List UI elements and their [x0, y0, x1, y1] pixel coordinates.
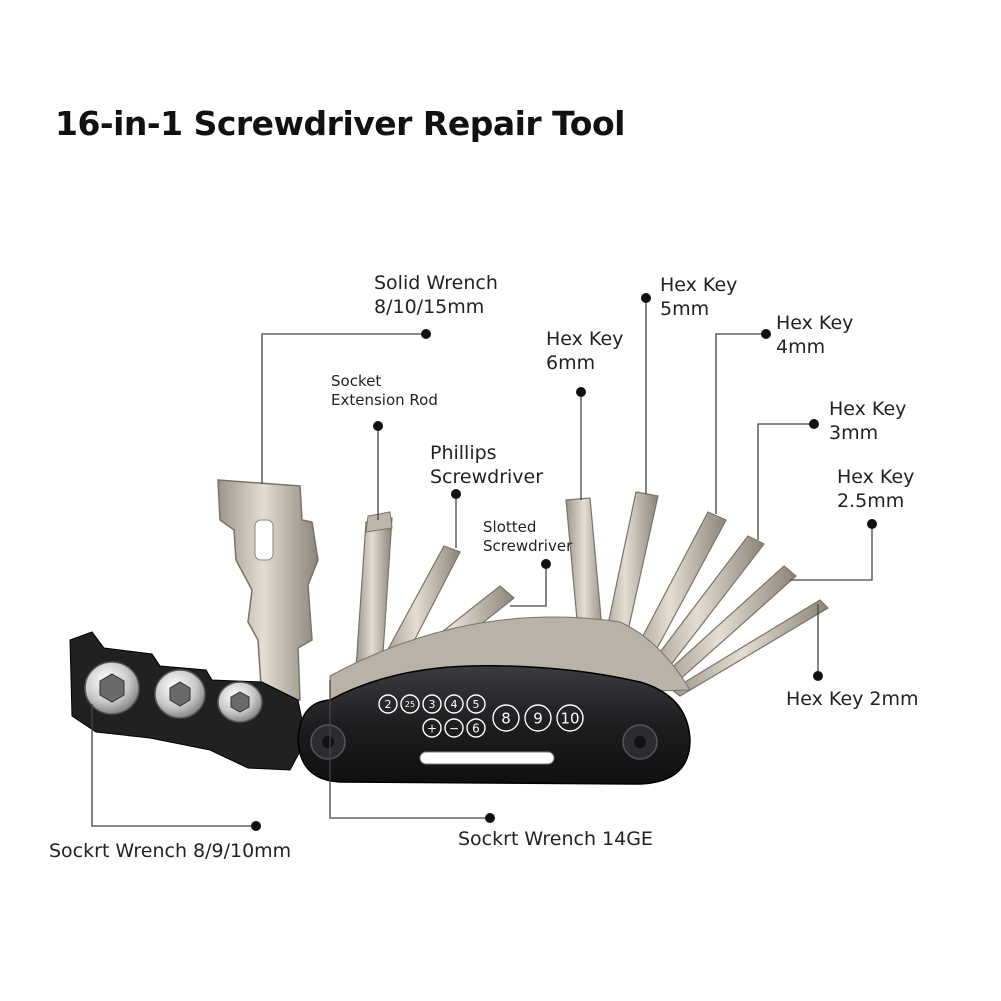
label-socket-extension-rod: Socket Extension Rod — [331, 372, 438, 410]
size-mark: + — [427, 721, 437, 735]
size-mark-ring — [422, 718, 442, 738]
size-mark-ring — [444, 718, 464, 738]
label-line: Extension Rod — [331, 390, 438, 409]
socket-8mm — [84, 661, 140, 715]
label-phillips-screwdriver: Phillips Screwdriver — [430, 442, 543, 490]
size-mark-large-ring — [524, 704, 552, 732]
socket-extension-rod — [355, 511, 393, 669]
label-hex-key-2-5mm: Hex Key 2.5mm — [837, 466, 914, 514]
label-line: 4mm — [776, 335, 826, 358]
label-line: Hex Key — [546, 328, 624, 350]
solid-wrench — [217, 479, 319, 703]
label-line: Hex Key — [660, 274, 738, 296]
size-mark: 4 — [451, 698, 458, 711]
size-mark-ring — [378, 694, 398, 714]
label-slotted-screwdriver: Slotted Screwdriver — [483, 518, 572, 556]
size-mark: 2 — [385, 698, 392, 711]
size-mark-ring — [466, 718, 486, 738]
label-line: 8/10/15mm — [374, 295, 485, 318]
label-line: 3mm — [829, 421, 879, 444]
size-mark-ring — [444, 694, 464, 714]
label-line: Solid Wrench — [374, 272, 498, 294]
socket-9mm — [154, 669, 206, 719]
tool-handle: 2 25 3 4 5 +−6 8 9 10 — [297, 665, 691, 785]
label-hex-key-5mm: Hex Key 5mm — [660, 274, 737, 322]
size-markings: 2 25 3 4 5 +−6 8 9 10 — [378, 694, 584, 738]
handle-slot — [419, 751, 555, 765]
size-mark-large: 9 — [533, 709, 543, 727]
size-mark-large: 10 — [560, 709, 579, 727]
label-hex-key-3mm: Hex Key 3mm — [829, 398, 906, 446]
size-mark: 25 — [405, 700, 415, 709]
label-hex-key-6mm: Hex Key 6mm — [546, 328, 623, 376]
label-line: 6mm — [546, 351, 596, 374]
size-mark-ring — [400, 694, 420, 714]
size-mark-ring — [466, 694, 486, 714]
label-hex-key-4mm: Hex Key 4mm — [776, 312, 853, 360]
label-line: Screwdriver — [430, 465, 544, 488]
label-line: Screwdriver — [483, 536, 573, 555]
size-mark: − — [449, 721, 459, 735]
size-mark-large-ring — [492, 704, 520, 732]
label-line: Hex Key — [776, 312, 854, 334]
size-mark-large-ring — [556, 704, 584, 732]
size-mark-ring — [422, 694, 442, 714]
label-line: Phillips — [430, 442, 497, 464]
label-line: Socket — [331, 372, 382, 390]
label-line: Hex Key — [829, 398, 907, 420]
socket-10mm — [217, 681, 263, 723]
label-line: Hex Key — [837, 466, 915, 488]
label-line: 5mm — [660, 297, 710, 320]
label-socket-wrench-8-9-10mm: Sockrt Wrench 8/9/10mm — [49, 840, 292, 862]
label-solid-wrench: Solid Wrench 8/10/15mm — [374, 272, 498, 320]
label-line: Slotted — [483, 518, 537, 536]
product-title: 16-in-1 Screwdriver Repair Tool — [55, 104, 625, 143]
size-mark: 6 — [472, 721, 480, 735]
callout-dots — [251, 293, 877, 831]
label-hex-key-2mm: Hex Key 2mm — [786, 688, 919, 710]
size-mark: 5 — [473, 698, 480, 711]
hex-key-2mm — [670, 599, 829, 697]
label-line: 2.5mm — [837, 489, 905, 512]
size-mark: 3 — [429, 698, 436, 711]
label-socket-wrench-14ge: Sockrt Wrench 14GE — [458, 828, 653, 850]
size-mark-large: 8 — [501, 709, 511, 727]
callout-lines — [91, 298, 873, 827]
